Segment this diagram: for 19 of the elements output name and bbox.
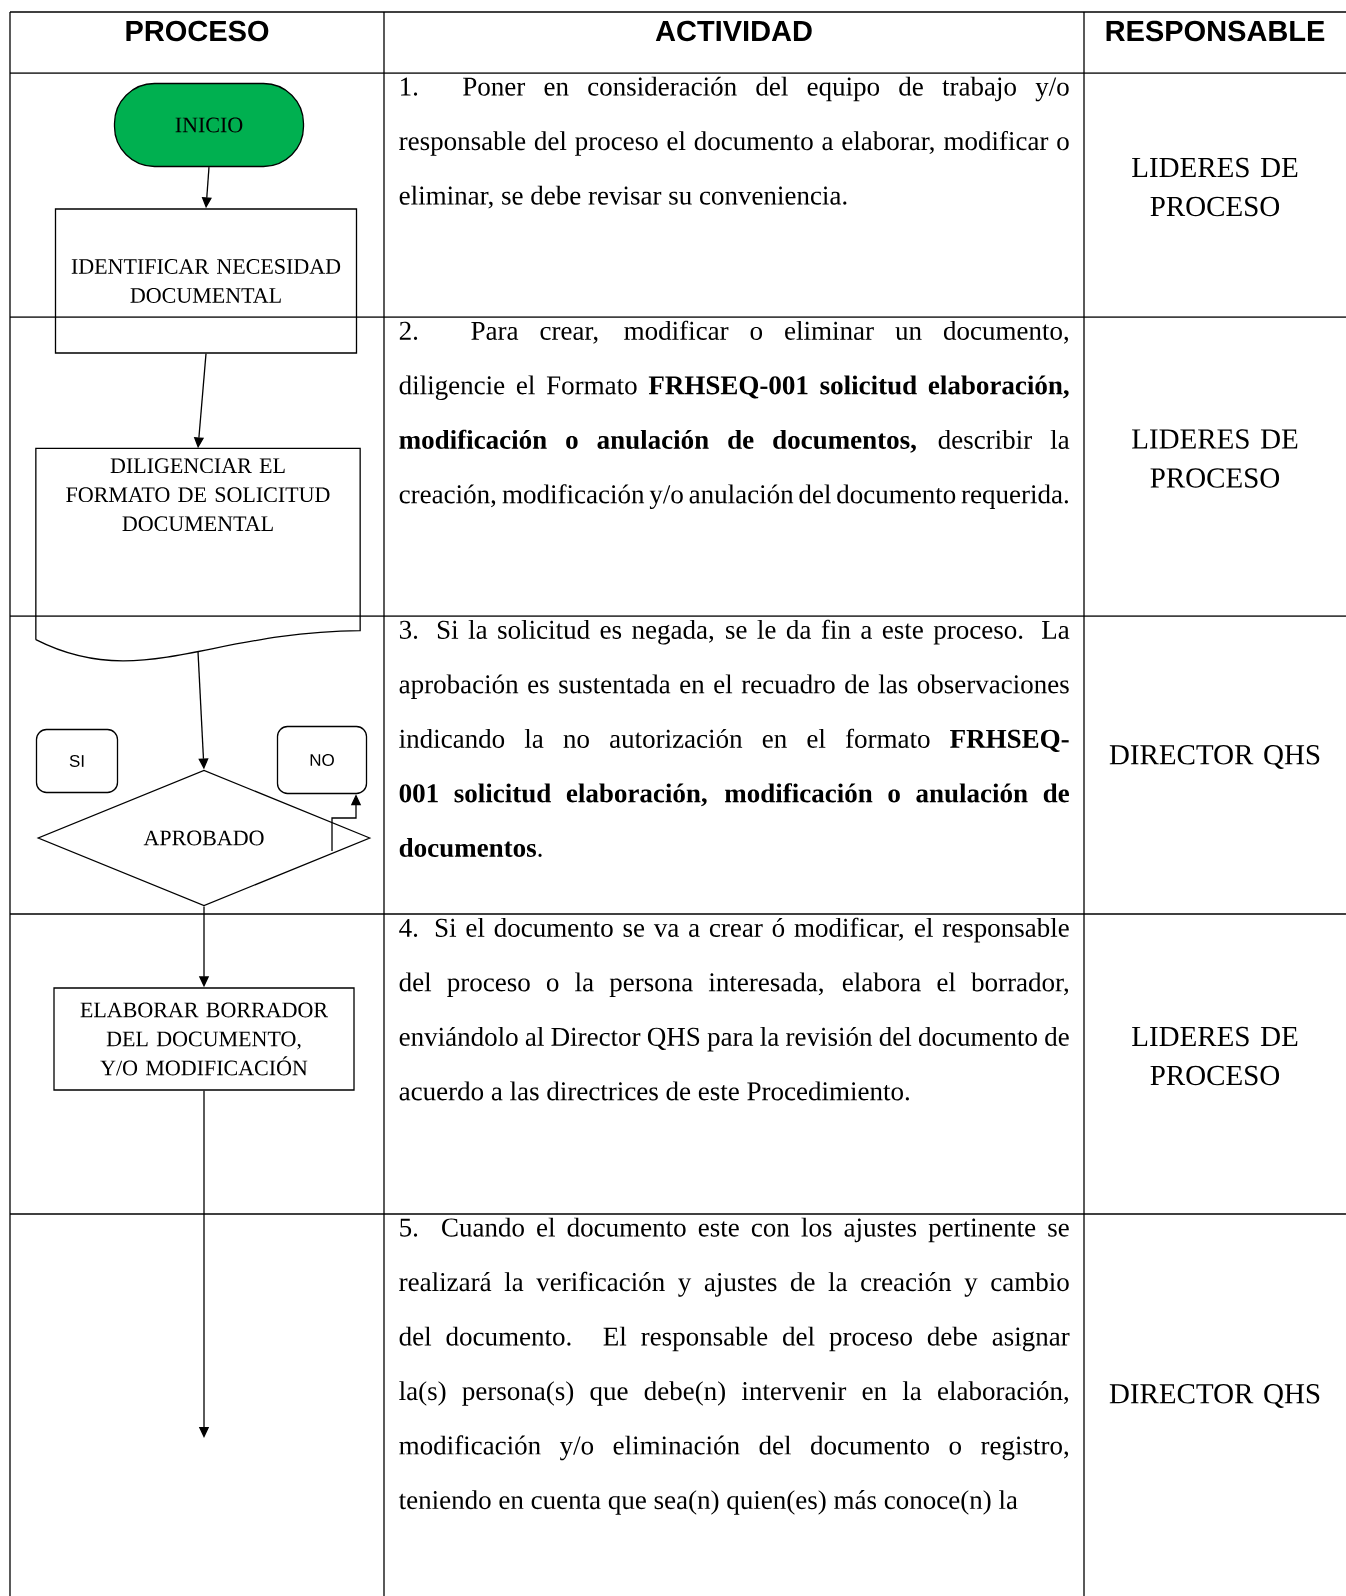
responsible-text: LIDERES DE PROCESO (1132, 157, 1298, 217)
activity-text: 4. Si el documento se va a crear ó modificar, el responsable del proceso o la persona interesada, elabora el borrador, enviándolo al Director QHS para la revisión del documento de acuerdo a las directrices de este Procedimiento. (399, 917, 1069, 1101)
process-box: ELABORAR BORRADOR DEL DOCUMENTO, Y/O MODIFICACIÓN (53, 987, 355, 1091)
note-box: SI (35, 728, 119, 794)
process-box: IDENTIFICAR NECESIDAD DOCUMENTAL (54, 208, 358, 354)
note-box: NO (276, 725, 368, 795)
activity-text: 5. Cuando el documento este con los ajustes pertinente se realizará la verificación y ajustes de la creación y cambio del documento. El responsable del proceso debe asignar la(s) persona(s) que debe(n) intervenir en la elaboración, modificación y/o eliminación del documento o registro, teniendo en cuenta que sea(n) quien(es) más conoce(n) la (398, 1217, 1070, 1515)
column-header: PROCESO (126, 20, 269, 42)
responsible-text: DIRECTOR QHS (1109, 745, 1320, 769)
column-header: ACTIVIDAD (655, 20, 812, 42)
activity-text: 2. Para crear, modificar o eliminar un documento, diligencie el Formato FRHSEQ-001 solicitud elaboración, modificación o anulación de documentos, describir la creación, modificación y/o anulación del documento requerida. (399, 320, 1070, 509)
start-terminal: INICIO (113, 82, 305, 168)
column-header: RESPONSABLE (1106, 20, 1325, 42)
responsible-text: LIDERES DE PROCESO (1132, 1026, 1298, 1086)
responsible-text: LIDERES DE PROCESO (1132, 429, 1298, 488)
responsible-text: DIRECTOR QHS (1109, 1384, 1320, 1408)
activity-text: 1. Poner en consideración del equipo de trabajo y/o responsable del proceso el documento a elaborar, modificar o eliminar, se debe revisar su conveniencia. (399, 76, 1069, 209)
document-shape: DILIGENCIAR EL FORMATO DE SOLICITUD DOCUMENTAL (35, 447, 361, 662)
activity-text: 3. Si la solicitud es negada, se le da fin a este proceso. La aprobación es sustentada en el recuadro de las observaciones indicando la no autorización en el formato FRHSEQ-001 solicitud elaboración, modificación o anulación de documentos. (399, 619, 1070, 858)
